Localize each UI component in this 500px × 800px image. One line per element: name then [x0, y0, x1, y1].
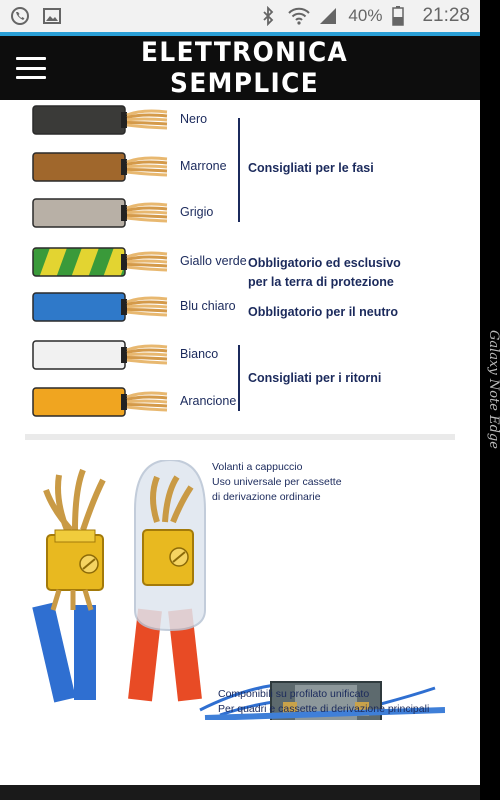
- wire-4: [32, 292, 168, 322]
- wire-label-1: Marrone: [180, 159, 227, 173]
- wire-label-6: Arancione: [180, 394, 237, 408]
- wire-label-3: Giallo verde: [180, 254, 247, 268]
- accent-line: [0, 32, 480, 36]
- menu-icon[interactable]: [16, 57, 46, 79]
- wire-5: [32, 340, 168, 370]
- whatsapp-icon: [10, 6, 30, 26]
- caption-rail-line1: Componibili su profilato unificato: [218, 688, 370, 700]
- wifi-icon: [288, 6, 311, 26]
- wire-2: [32, 198, 168, 228]
- device-edge-label: Galaxy Note Edge: [486, 330, 500, 449]
- status-bar: 40% 21:28: [0, 0, 480, 32]
- wire-6: [32, 387, 168, 417]
- panel-divider: [25, 434, 455, 440]
- device-edge: [480, 0, 500, 800]
- group-neutral: Obbligatorio per il neutro: [248, 305, 398, 319]
- wire-3: [32, 247, 168, 277]
- caption-cap-line3: di derivazione ordinarie: [212, 491, 321, 503]
- clock: 21:28: [422, 5, 470, 26]
- gallery-icon: [42, 6, 62, 26]
- caption-cap-line1: Volanti a cappuccio: [212, 461, 303, 473]
- group-earth-line2: per la terra di protezione: [248, 275, 394, 289]
- wire-label-4: Blu chiaro: [180, 299, 236, 313]
- wire-label-0: Nero: [180, 112, 208, 126]
- battery-percent: 40%: [348, 6, 383, 25]
- wire-label-2: Grigio: [180, 205, 214, 219]
- caption-rail-line2: Per quadri e cassette di derivazione pri…: [218, 703, 430, 715]
- caption-cap-line2: Uso universale per cassette: [212, 476, 342, 488]
- group-earth-line1: Obbligatorio ed esclusivo: [248, 256, 401, 270]
- bluetooth-icon: [258, 5, 278, 27]
- wire-illustrations: [32, 105, 168, 417]
- wire-0: [32, 105, 168, 135]
- battery-icon: [392, 6, 412, 26]
- signal-icon: [318, 6, 338, 26]
- wire-label-5: Bianco: [180, 347, 219, 361]
- bracket-phases: [238, 118, 240, 222]
- app-bar: ELETTRONICA SEMPLICE: [0, 36, 480, 100]
- group-returns: Consigliati per i ritorni: [248, 371, 382, 385]
- group-phases: Consigliati per le fasi: [248, 161, 374, 175]
- wire-1: [32, 152, 168, 182]
- app-title: ELETTRONICA SEMPLICE: [141, 37, 349, 99]
- connectors-illustration: [32, 460, 445, 720]
- bracket-returns: [238, 345, 240, 411]
- bottom-bar: [0, 785, 480, 800]
